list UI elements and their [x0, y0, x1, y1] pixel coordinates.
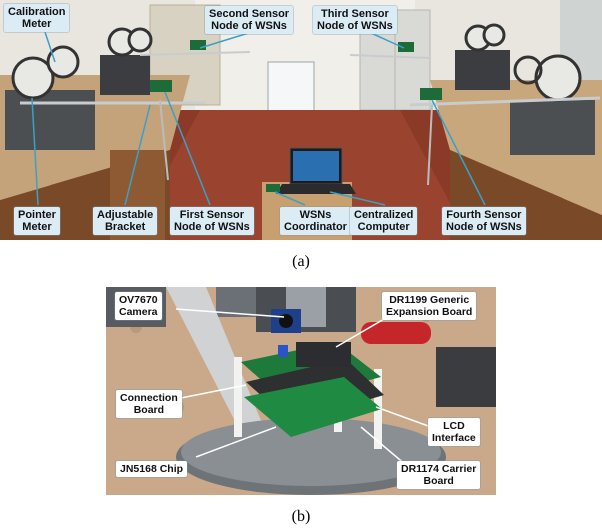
jn5168-chip-label: JN5168 Chip	[116, 461, 188, 477]
centralized-computer-label: Centralized Computer	[350, 207, 418, 235]
second-sensor-label: Second Sensor Node of WSNs	[205, 6, 294, 34]
ov7670-camera-label: OV7670 Camera	[115, 292, 162, 320]
leader-lines-a	[31, 27, 486, 206]
figure-caption-b: (b)	[291, 508, 311, 525]
dr1199-board-label: DR1199 Generic Expansion Board	[382, 292, 477, 320]
wsns-coordinator-label: WSNs Coordinator	[280, 207, 351, 235]
adjustable-bracket-label: Adjustable Bracket	[93, 207, 158, 235]
pointer-meter-label: Pointer Meter	[14, 207, 60, 235]
fourth-sensor-label: Fourth Sensor Node of WSNs	[442, 207, 526, 235]
calibration-meter-label: Calibration Meter	[4, 4, 70, 32]
figure-caption-a: (a)	[292, 253, 310, 270]
lcd-interface-label: LCD Interface	[428, 418, 480, 446]
connection-board-label: Connection Board	[116, 390, 182, 418]
first-sensor-label: First Sensor Node of WSNs	[170, 207, 254, 235]
third-sensor-label: Third Sensor Node of WSNs	[313, 6, 397, 34]
dr1174-board-label: DR1174 Carrier Board	[397, 461, 481, 489]
leader-lines-b	[175, 308, 432, 466]
